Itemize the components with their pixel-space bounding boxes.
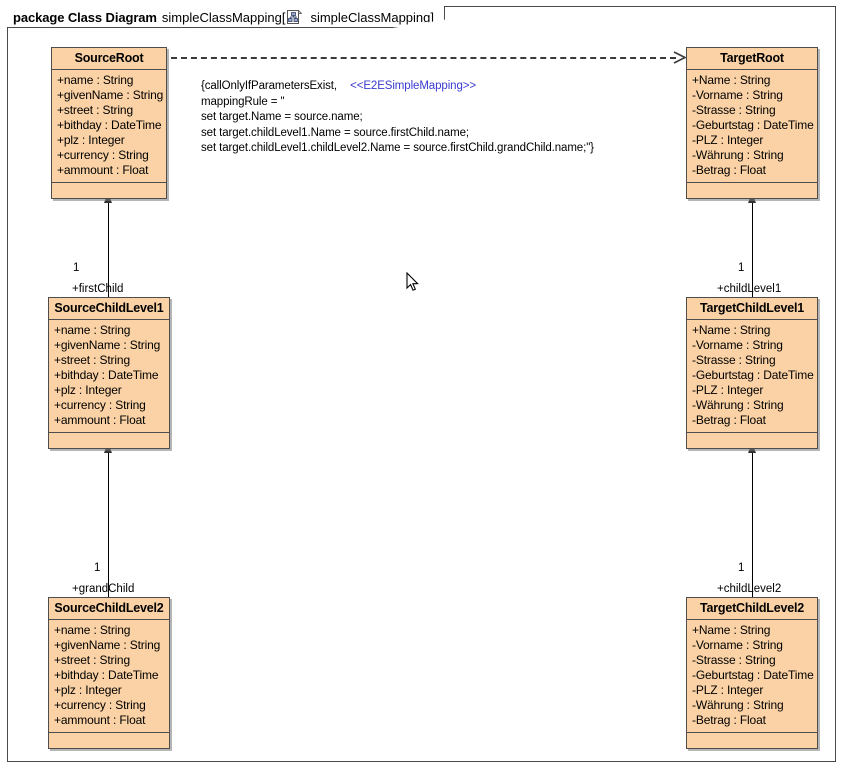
class-name: TargetChildLevel2 bbox=[687, 598, 817, 621]
attribute-row: -PLZ : Integer bbox=[692, 133, 764, 148]
assoc-child-level1-line bbox=[752, 199, 753, 297]
attribute-row: +plz : Integer bbox=[57, 133, 125, 148]
note-constraint: {callOnlyIfParametersExist, bbox=[201, 80, 337, 92]
class-source-child-level2[interactable]: SourceChildLevel2 +name : String +givenN… bbox=[48, 597, 170, 750]
class-attributes: +name : String +givenName : String +stre… bbox=[49, 320, 169, 434]
attribute-row: +ammount : Float bbox=[54, 413, 146, 428]
assoc-child-level2-line bbox=[752, 449, 753, 597]
attribute-row: -Vorname : String bbox=[692, 338, 783, 353]
class-name: SourceRoot bbox=[52, 48, 166, 71]
attribute-row: +currency : String bbox=[57, 148, 149, 163]
attribute-row: -PLZ : Integer bbox=[692, 683, 764, 698]
attribute-row: +givenName : String bbox=[57, 88, 164, 103]
attribute-row: +street : String bbox=[57, 103, 133, 118]
attribute-row: +Name : String bbox=[692, 73, 771, 88]
package-bracket-close: ] bbox=[430, 9, 435, 25]
class-name: TargetChildLevel1 bbox=[687, 298, 817, 321]
attribute-row: -Geburtstag : DateTime bbox=[692, 368, 814, 383]
assoc-first-child-role: +firstChild bbox=[72, 283, 124, 295]
class-name: SourceChildLevel2 bbox=[49, 598, 169, 621]
class-target-child-level1[interactable]: TargetChildLevel1 +Name : String -Vornam… bbox=[686, 297, 818, 450]
class-name: SourceChildLevel1 bbox=[49, 298, 169, 321]
note-line-1: {callOnlyIfParametersExist, <<E2ESimpleM… bbox=[201, 79, 594, 95]
attribute-row: +givenName : String bbox=[54, 338, 161, 353]
attribute-row: -Währung : String bbox=[692, 698, 784, 713]
attribute-row: +ammount : Float bbox=[54, 713, 146, 728]
attribute-row: +currency : String bbox=[54, 698, 146, 713]
attribute-row: -Strasse : String bbox=[692, 353, 776, 368]
class-source-root[interactable]: SourceRoot +name : String +givenName : S… bbox=[51, 47, 167, 200]
class-attributes: +Name : String -Vorname : String -Strass… bbox=[687, 320, 817, 434]
attribute-row: -Vorname : String bbox=[692, 88, 783, 103]
assoc-child-level1-role: +childLevel1 bbox=[717, 283, 782, 295]
dependency-arrowhead-icon bbox=[673, 51, 687, 64]
package-keyword: package Class Diagram bbox=[13, 9, 157, 25]
mapping-note: {callOnlyIfParametersExist, <<E2ESimpleM… bbox=[201, 79, 594, 157]
attribute-row: +name : String bbox=[57, 73, 134, 88]
class-operations bbox=[49, 733, 169, 748]
attribute-row: +bithday : DateTime bbox=[57, 118, 162, 133]
class-diagram-icon bbox=[287, 9, 303, 25]
assoc-child-level1-multiplicity: 1 bbox=[738, 262, 745, 274]
attribute-row: +street : String bbox=[54, 653, 130, 668]
attribute-row: +Name : String bbox=[692, 623, 771, 638]
attribute-row: +name : String bbox=[54, 623, 131, 638]
assoc-first-child-line bbox=[108, 199, 109, 297]
attribute-row: +bithday : DateTime bbox=[54, 668, 159, 683]
class-attributes: +name : String +givenName : String +stre… bbox=[49, 620, 169, 734]
note-line-5: set target.childLevel1.childLevel2.Name … bbox=[201, 142, 594, 154]
attribute-row: +givenName : String bbox=[54, 638, 161, 653]
attribute-row: -Betrag : Float bbox=[692, 163, 766, 178]
assoc-child-level2-multiplicity: 1 bbox=[738, 562, 745, 574]
class-attributes: +name : String +givenName : String +stre… bbox=[52, 70, 166, 184]
class-operations bbox=[687, 433, 817, 448]
attribute-row: +ammount : Float bbox=[57, 163, 149, 178]
attribute-row: +plz : Integer bbox=[54, 383, 122, 398]
note-line-4: set target.childLevel1.Name = source.fir… bbox=[201, 126, 469, 139]
assoc-grand-child-multiplicity: 1 bbox=[94, 562, 101, 574]
class-operations bbox=[49, 433, 169, 448]
class-source-child-level1[interactable]: SourceChildLevel1 +name : String +givenN… bbox=[48, 297, 170, 450]
note-stereotype: <<E2ESimpleMapping>> bbox=[350, 80, 476, 92]
attribute-row: +street : String bbox=[54, 353, 130, 368]
attribute-row: +Name : String bbox=[692, 323, 771, 338]
class-operations bbox=[687, 183, 817, 198]
attribute-row: +currency : String bbox=[54, 398, 146, 413]
attribute-row: -Strasse : String bbox=[692, 653, 776, 668]
class-attributes: +Name : String -Vorname : String -Strass… bbox=[687, 70, 817, 184]
attribute-row: -Währung : String bbox=[692, 148, 784, 163]
class-target-child-level2[interactable]: TargetChildLevel2 +Name : String -Vornam… bbox=[686, 597, 818, 750]
note-line-3: set target.Name = source.name; bbox=[201, 111, 363, 123]
assoc-child-level2-role: +childLevel2 bbox=[717, 583, 782, 595]
attribute-row: -Strasse : String bbox=[692, 103, 776, 118]
class-operations bbox=[687, 733, 817, 748]
attribute-row: -Betrag : Float bbox=[692, 713, 766, 728]
attribute-row: -Geburtstag : DateTime bbox=[692, 668, 814, 683]
attribute-row: +name : String bbox=[54, 323, 131, 338]
attribute-row: +plz : Integer bbox=[54, 683, 122, 698]
assoc-grand-child-role: +grandChild bbox=[72, 583, 135, 595]
assoc-grand-child-line bbox=[108, 449, 109, 597]
attribute-row: -Betrag : Float bbox=[692, 413, 766, 428]
package-name: simpleClassMapping[ bbox=[161, 9, 286, 25]
attribute-row: +bithday : DateTime bbox=[54, 368, 159, 383]
class-operations bbox=[52, 183, 166, 198]
class-attributes: +Name : String -Vorname : String -Strass… bbox=[687, 620, 817, 734]
note-line-2: mappingRule = " bbox=[201, 95, 285, 108]
assoc-first-child-multiplicity: 1 bbox=[73, 262, 80, 274]
attribute-row: -Vorname : String bbox=[692, 638, 783, 653]
package-tab-name: simpleClassMapping bbox=[310, 9, 431, 25]
package-frame-tab[interactable]: package Class Diagram simpleClassMapping… bbox=[7, 6, 446, 28]
attribute-row: -Geburtstag : DateTime bbox=[692, 118, 814, 133]
mouse-cursor-icon bbox=[406, 271, 420, 293]
class-name: TargetRoot bbox=[687, 48, 817, 71]
attribute-row: -Währung : String bbox=[692, 398, 784, 413]
dependency-line bbox=[171, 57, 676, 59]
attribute-row: -PLZ : Integer bbox=[692, 383, 764, 398]
class-target-root[interactable]: TargetRoot +Name : String -Vorname : Str… bbox=[686, 47, 818, 200]
